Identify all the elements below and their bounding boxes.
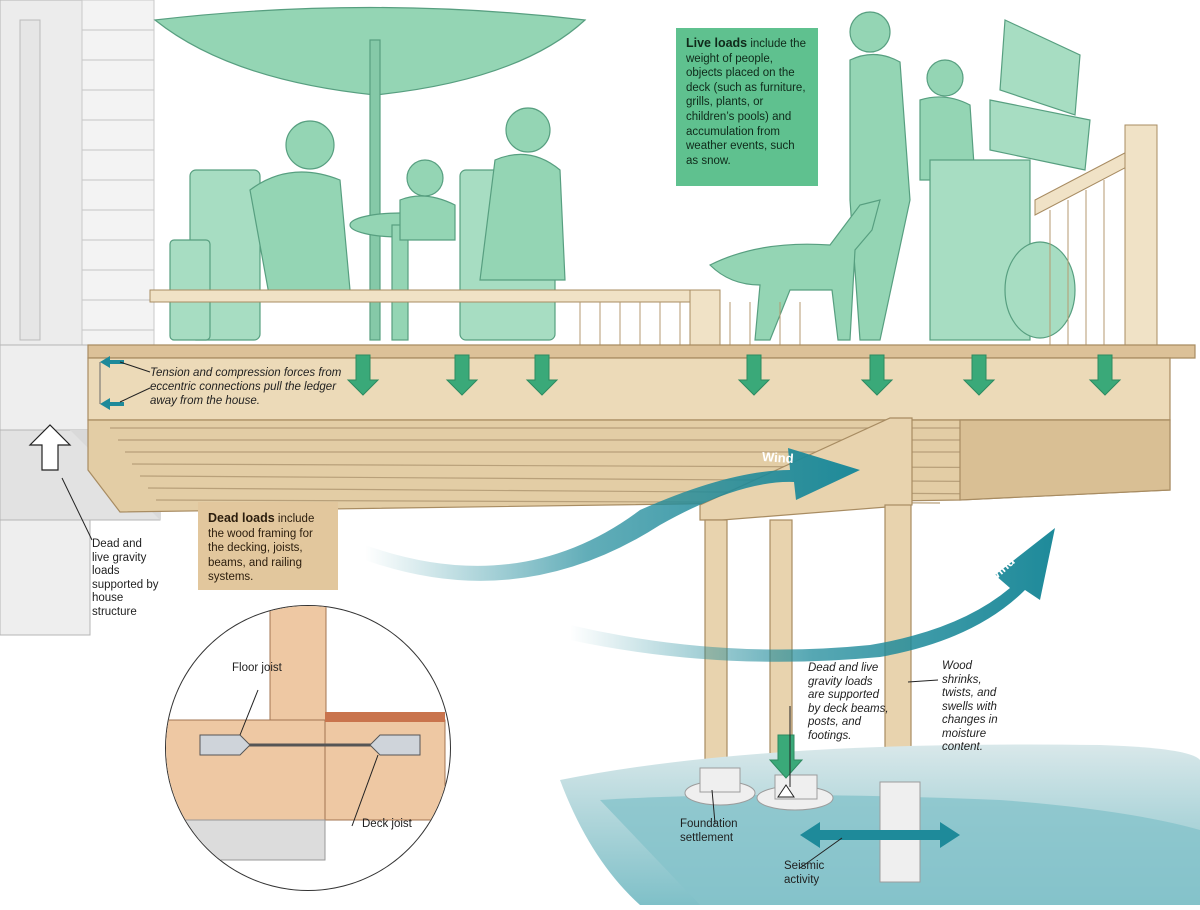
connection-detail — [165, 605, 451, 891]
live-loads-text: include the weight of people, objects pl… — [686, 38, 806, 167]
load-arrows — [346, 354, 1122, 779]
wood-moisture-note: Wood shrinks, twists, and swells with ch… — [942, 660, 998, 753]
foundation-settlement-label: Foundation settlement — [680, 818, 738, 844]
live-load-figures — [153, 6, 1091, 341]
deck-joist-label: Deck joist — [362, 818, 412, 830]
ledger-arrows — [99, 356, 124, 410]
dead-loads-callout: Dead loads include the wood framing for … — [198, 502, 338, 590]
dead-loads-title: Dead loads — [208, 511, 275, 525]
ledger-tension-note: Tension and compression forces from ecce… — [150, 367, 342, 407]
seismic-arrow — [800, 822, 960, 848]
house-gravity-note: Dead and live gravity loads supported by… — [92, 538, 159, 618]
deck-support-arrow — [777, 784, 795, 798]
live-loads-title: Live loads — [686, 36, 748, 50]
live-loads-callout: Live loads include the weight of people,… — [676, 28, 818, 186]
floor-joist-label: Floor joist — [232, 662, 282, 674]
deck-gravity-note: Dead and live gravity loads are supporte… — [808, 662, 889, 742]
seismic-activity-label: Seismic activity — [784, 860, 825, 886]
wind-label-upper: Wind — [761, 448, 795, 467]
house-support-arrow — [28, 424, 72, 471]
railing — [149, 124, 1158, 351]
dead-loads-text: include the wood framing for the decking… — [208, 513, 315, 584]
leader-lines — [61, 361, 939, 869]
wind-arrows — [365, 448, 1055, 662]
